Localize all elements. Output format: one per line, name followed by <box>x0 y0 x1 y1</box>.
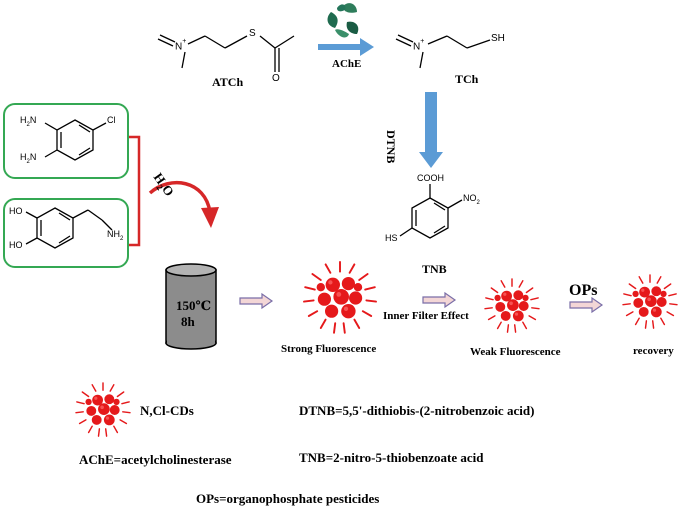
tch-n: N <box>413 41 421 53</box>
atch-label: ATCh <box>212 75 244 89</box>
p1-h-sub: 2 <box>26 121 30 128</box>
legend-dtnb: DTNB=5,5'-dithiobis-(2-nitrobenzoic acid… <box>299 403 535 418</box>
reactor-time: 8h <box>181 314 195 329</box>
legend-cds: N,Cl-CDs <box>140 403 194 418</box>
h2o-arrow-head <box>201 207 219 228</box>
legend-ache: AChE=acetylcholinesterase <box>79 452 232 467</box>
p1-h: H <box>20 115 27 125</box>
tch-sh: SH <box>491 33 505 44</box>
reactor-temp: 150℃ <box>176 298 212 313</box>
h2o-curved-arrow <box>148 180 212 213</box>
recovery-label: recovery <box>633 345 674 357</box>
tnb-hs: HS <box>385 233 398 243</box>
precursor-bracket <box>122 135 141 247</box>
atch-o: O <box>272 73 280 84</box>
atch-n: N <box>175 41 183 53</box>
ops-arrow-label: OPs <box>569 282 598 299</box>
p1b-h: H <box>20 152 27 162</box>
p1b-h-sub: 2 <box>26 158 30 165</box>
ache-arrow-label: AChE <box>332 58 362 70</box>
p2-ho-top: HO <box>9 206 23 216</box>
tch-label: TCh <box>455 72 479 86</box>
dtnb-arrow <box>419 92 443 168</box>
p2-ho-bottom: HO <box>9 240 23 250</box>
atch-s: S <box>249 28 256 39</box>
tch-structure <box>395 34 491 69</box>
ache-enzyme-icon <box>327 3 359 38</box>
legend-tnb: TNB=2-nitro-5-thiobenzoate acid <box>299 450 484 465</box>
p1b-n: N <box>29 152 37 162</box>
p1-cl: Cl <box>107 115 116 125</box>
p2-nh: NH <box>107 229 120 239</box>
weak-fluorescence-label: Weak Fluorescence <box>470 346 561 358</box>
tnb-cooh: COOH <box>417 173 444 183</box>
precursor2-box <box>3 198 129 268</box>
precursor1-box <box>3 103 129 179</box>
tnb-label: TNB <box>422 262 447 276</box>
autoclave-cylinder-icon <box>165 263 217 350</box>
inner-filter-effect-label: Inner Filter Effect <box>383 310 469 322</box>
tnb-structure <box>399 184 463 239</box>
p2-nh-sub: 2 <box>120 235 124 242</box>
tch-charge: + <box>420 38 425 45</box>
ache-arrow <box>318 38 374 56</box>
tnb-no: NO <box>463 193 477 203</box>
legend-ops: OPs=organophosphate pesticides <box>196 491 380 506</box>
atch-structure <box>157 34 295 72</box>
tnb-no2-sub: 2 <box>476 199 480 206</box>
atch-charge: + <box>182 38 187 45</box>
dtnb-arrow-label: DTNB <box>384 130 398 164</box>
p1-n: N <box>29 115 37 125</box>
strong-fluorescence-label: Strong Fluorescence <box>281 343 377 355</box>
